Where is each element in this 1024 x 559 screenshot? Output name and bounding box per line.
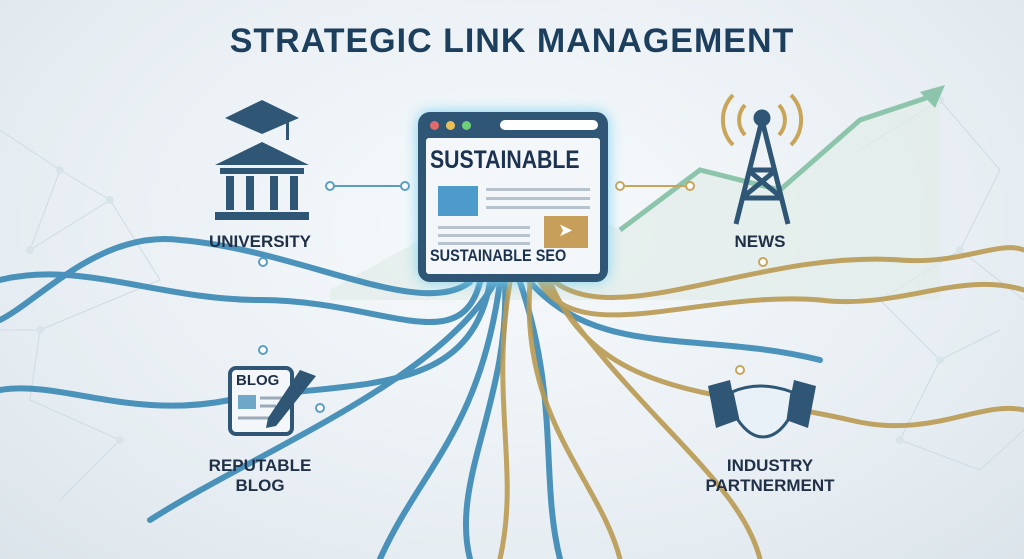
window-maximize-dot xyxy=(462,121,471,130)
roots xyxy=(0,236,1024,559)
browser-heading: SUSTAINABLE xyxy=(430,146,580,174)
cursor-icon: ➤ xyxy=(544,216,588,248)
node-university-label: UNIVERSITY xyxy=(208,232,312,251)
trend-area xyxy=(330,90,940,300)
browser-caption: SUSTAINABLE SEO xyxy=(430,246,567,265)
node-blog-label: REPUTABLE BLOG xyxy=(208,456,312,495)
node-news-label: NEWS xyxy=(734,232,786,251)
blog-icon xyxy=(228,366,316,436)
node-industry-label: INDUSTRY PARTNERMENT xyxy=(705,456,835,495)
handshake-icon xyxy=(708,380,816,439)
sustainable-seo-browser-window: SUSTAINABLE ➤ SUSTAINABLE SEO xyxy=(418,112,608,282)
broadcast-tower-icon xyxy=(720,93,804,225)
page-title: STRATEGIC LINK MANAGEMENT xyxy=(229,22,795,60)
window-close-dot xyxy=(430,121,439,130)
window-minimize-dot xyxy=(446,121,455,130)
image-placeholder xyxy=(438,186,478,216)
university-icon xyxy=(215,100,309,220)
blog-badge: BLOG xyxy=(236,372,280,389)
url-bar xyxy=(500,120,598,130)
